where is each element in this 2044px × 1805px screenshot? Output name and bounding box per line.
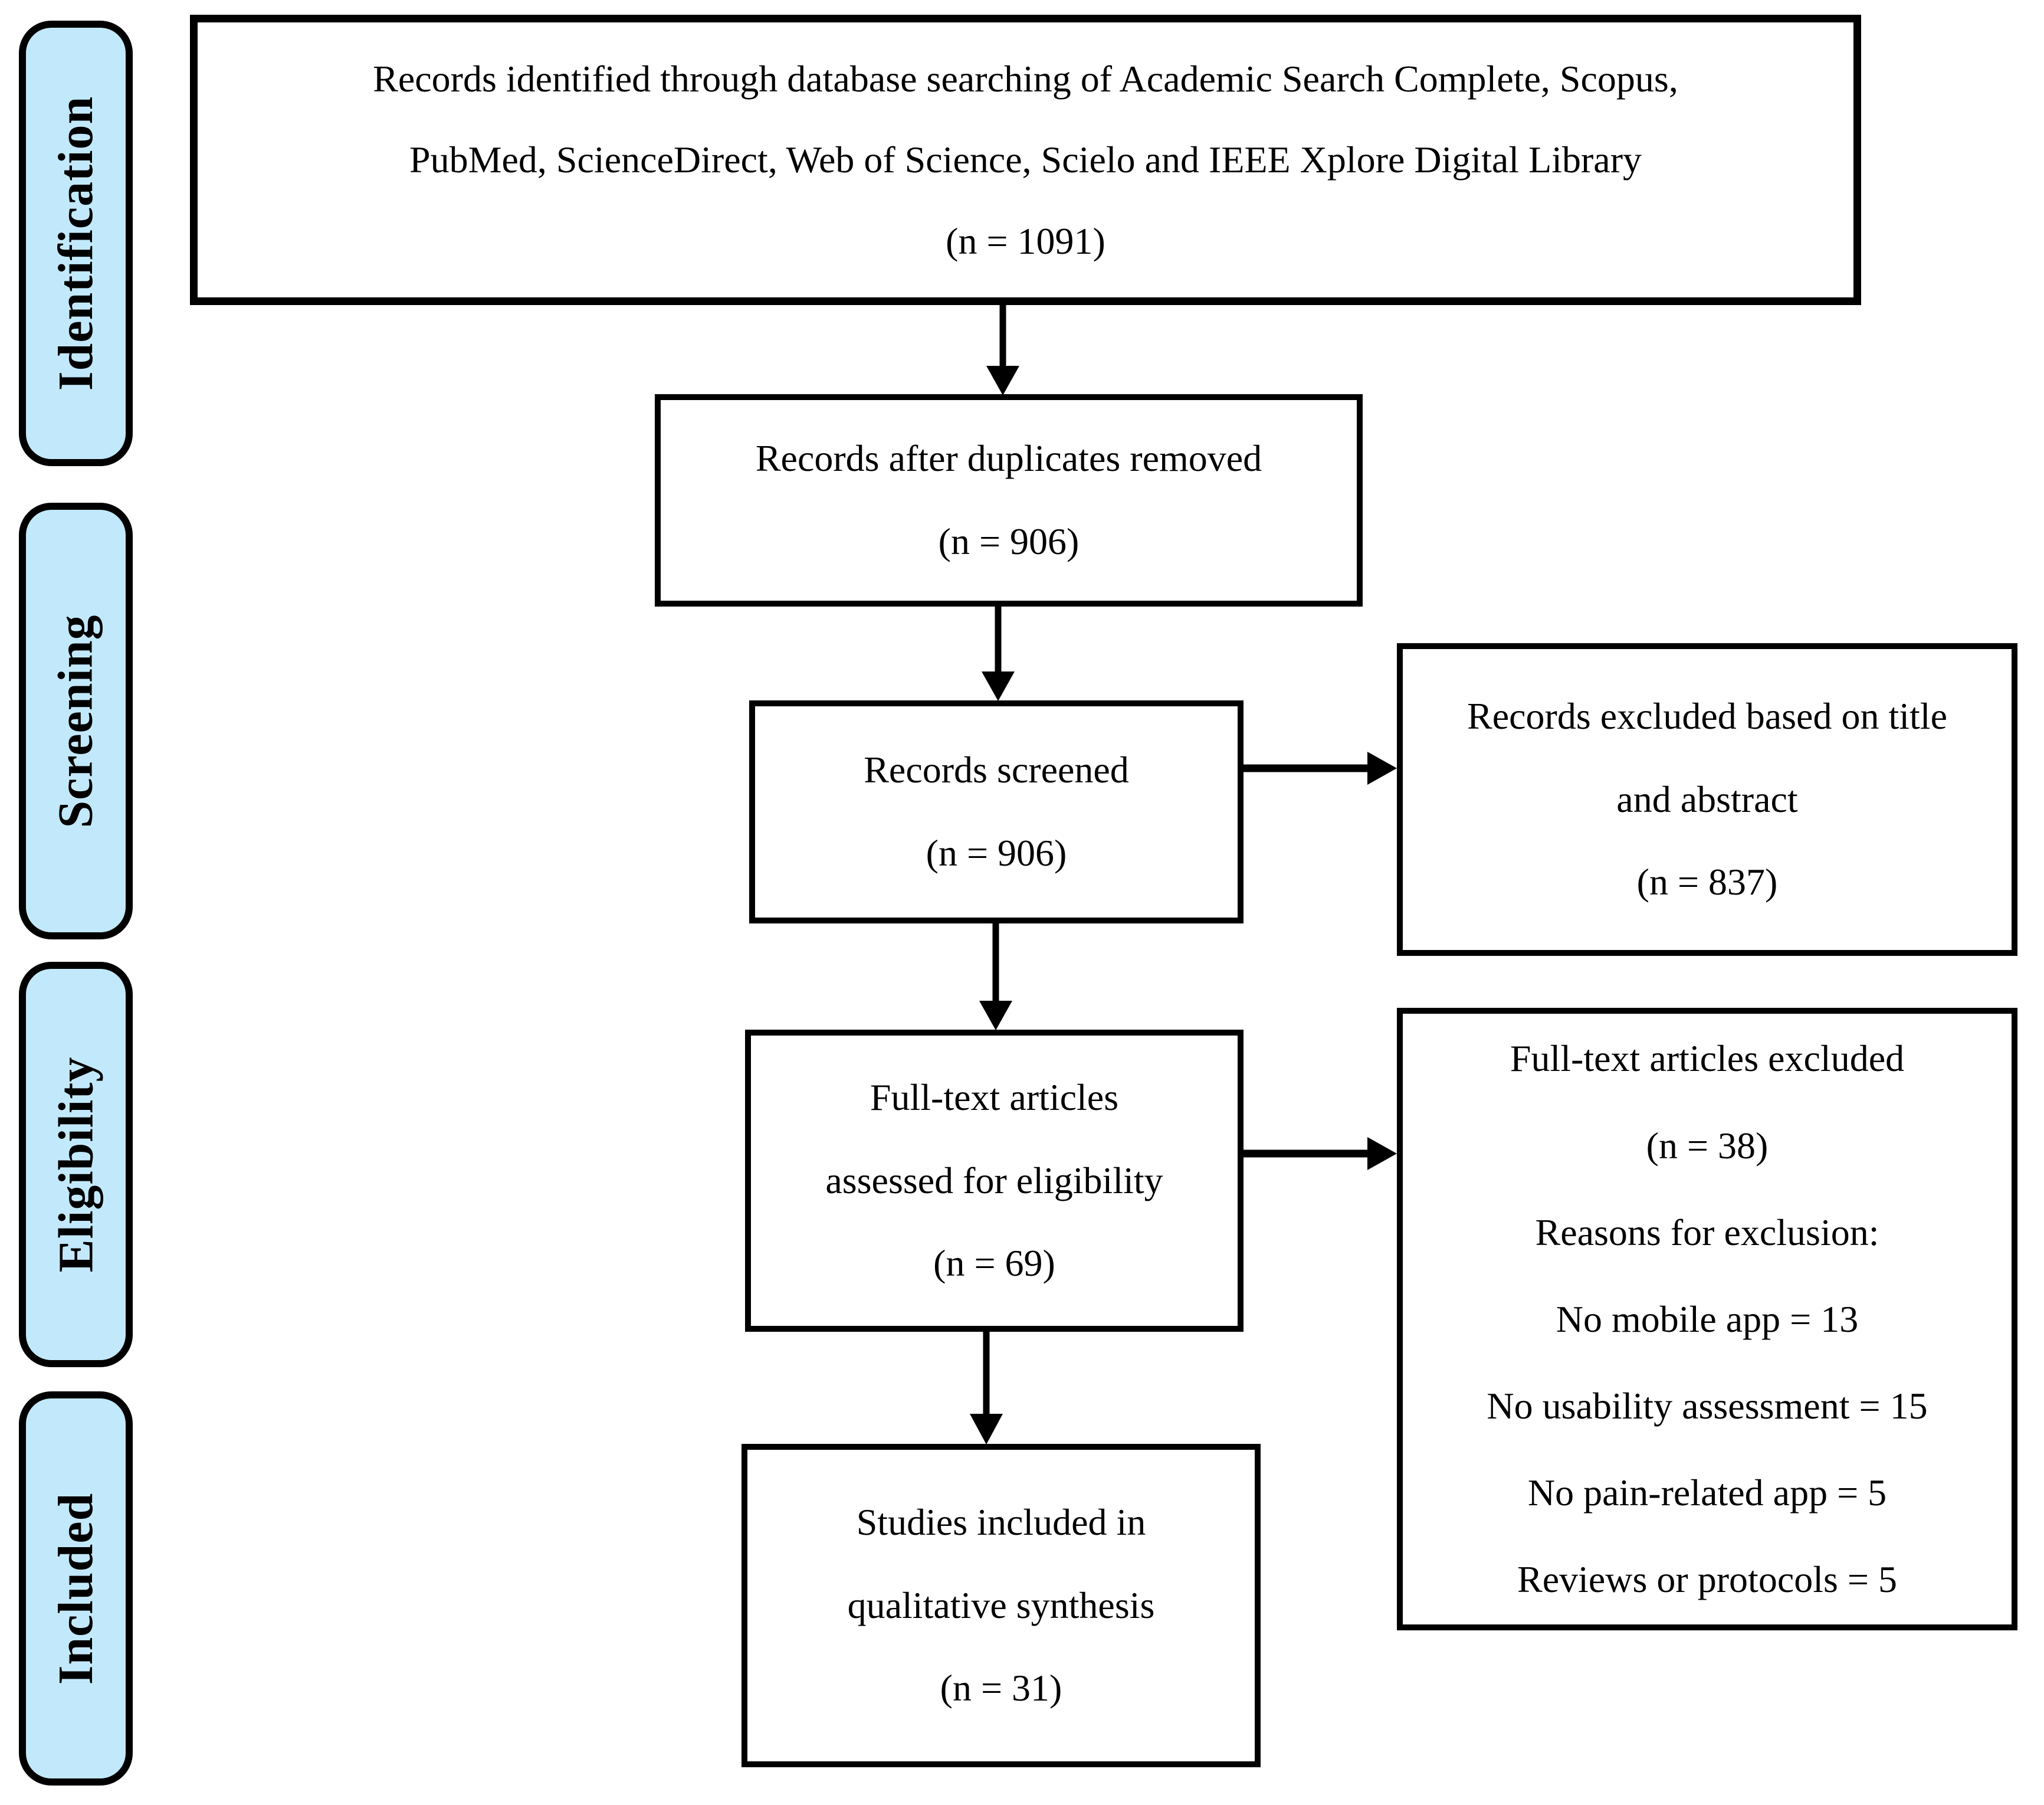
stage-included: Included [19,1391,133,1786]
stage-eligibility-label: Eligibility [48,1056,103,1273]
stage-identification: Identification [19,21,133,466]
arrow-screened-to-excluded [1244,752,1397,785]
box-line: Reviews or protocols = 5 [1517,1558,1897,1601]
stage-screening: Screening [19,503,133,939]
box-line: Full-text articles [870,1076,1119,1118]
box-line: PubMed, ScienceDirect, Web of Science, S… [409,139,1642,181]
box-line: No usability assessment = 15 [1487,1385,1928,1427]
box-line: Full-text articles excluded [1510,1037,1905,1080]
stage-included-label: Included [48,1492,103,1685]
box-duplicates-removed: Records after duplicates removed (n = 90… [655,394,1363,607]
box-included-studies: Studies included in qualitative synthesi… [742,1444,1261,1767]
stage-identification-label: Identification [48,96,103,391]
arrow-duplicates-to-screened [982,607,1015,701]
box-line: Records excluded based on title [1467,695,1947,737]
box-line: (n = 31) [940,1667,1062,1709]
stage-screening-label: Screening [48,614,104,828]
box-excluded-title-abstract: Records excluded based on title and abst… [1397,643,2017,956]
box-line: (n = 837) [1636,861,1778,903]
box-line: (n = 69) [933,1242,1055,1285]
arrow-fulltext-to-included [970,1332,1003,1444]
arrow-screened-to-fulltext [979,923,1012,1030]
box-records-screened: Records screened (n = 906) [749,700,1244,923]
box-line: Records screened [864,749,1129,791]
box-fulltext-assessed: Full-text articles assessed for eligibil… [745,1030,1244,1332]
box-line: Records after duplicates removed [755,437,1262,480]
box-line: No pain-related app = 5 [1527,1472,1887,1514]
box-line: qualitative synthesis [847,1584,1155,1626]
box-fulltext-excluded: Full-text articles excluded (n = 38) Rea… [1397,1008,2017,1630]
box-line: Reasons for exclusion: [1535,1211,1879,1253]
box-records-identified: Records identified through database sear… [190,15,1861,305]
box-line: (n = 1091) [946,220,1105,262]
arrow-identified-to-duplicates [986,305,1019,395]
stage-eligibility: Eligibility [19,962,133,1367]
box-line: (n = 906) [938,520,1080,562]
box-line: Studies included in [856,1501,1146,1543]
box-line: Records identified through database sear… [373,57,1678,100]
box-line: assessed for eligibility [825,1159,1163,1201]
box-line: (n = 38) [1646,1124,1769,1167]
arrow-fulltext-to-fulltext-excluded [1244,1137,1397,1170]
box-line: and abstract [1616,778,1798,820]
box-line: No mobile app = 13 [1556,1298,1859,1340]
box-line: (n = 906) [926,832,1067,874]
